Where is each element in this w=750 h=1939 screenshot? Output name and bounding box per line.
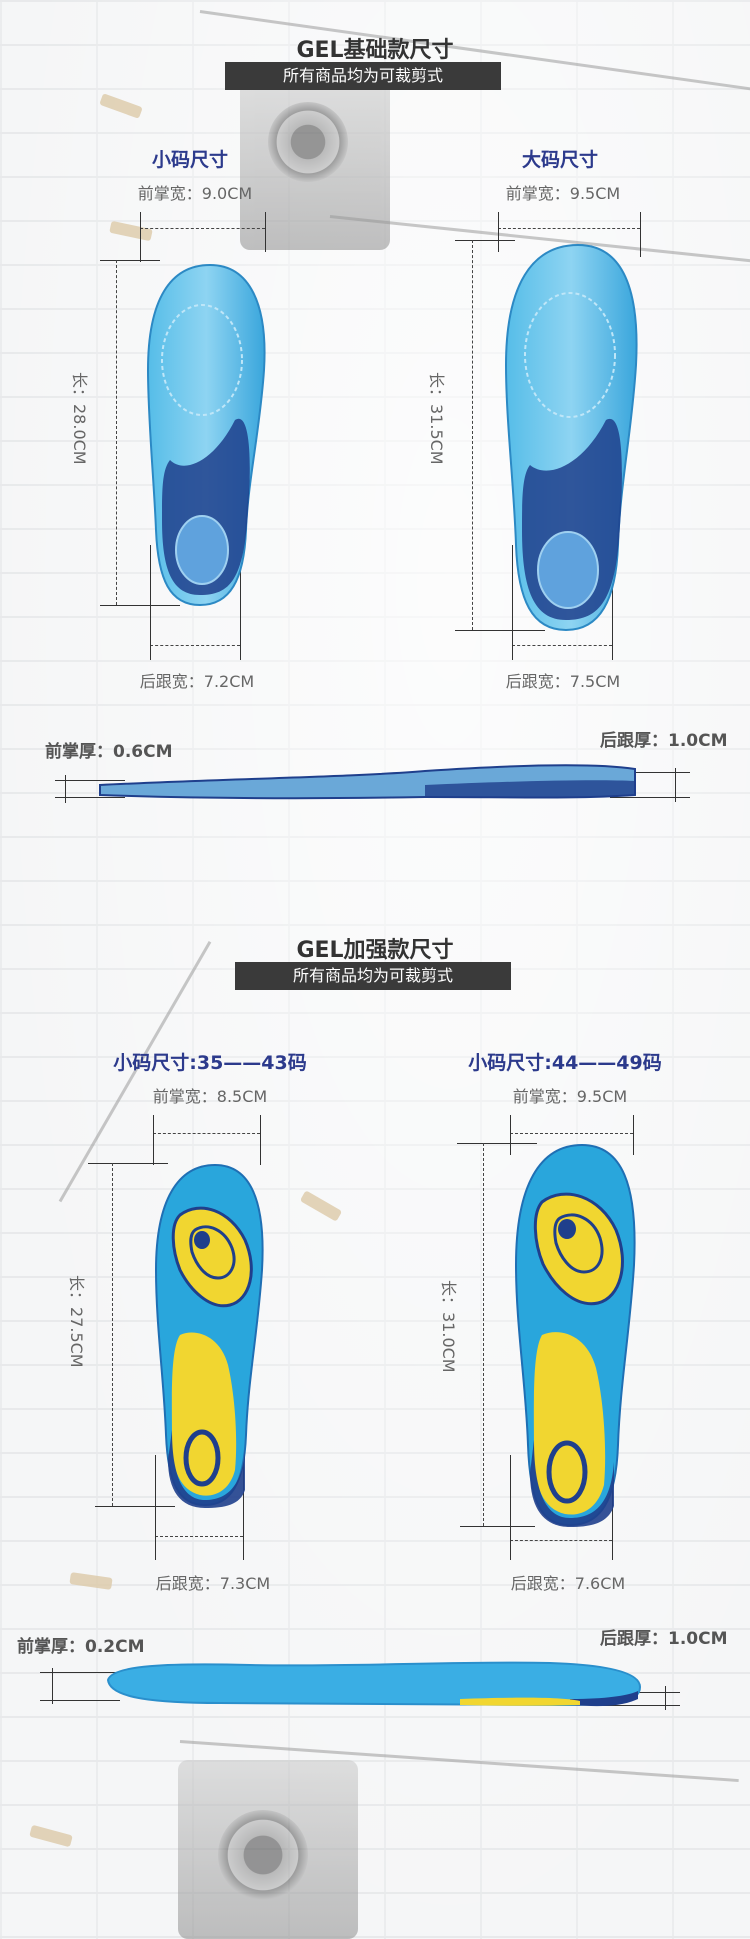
dimension-line <box>265 212 266 252</box>
dimension-line <box>88 1163 168 1164</box>
dimension-line <box>100 260 160 261</box>
dimension-line <box>240 545 241 660</box>
dimension-line <box>510 1115 511 1155</box>
dimension-line <box>472 240 473 630</box>
dimension-line <box>675 768 676 802</box>
dimension-line <box>665 1686 666 1710</box>
basic-heel-thickness: 后跟厚：1.0CM <box>600 731 728 751</box>
reinforced-small-heel-width: 后跟宽：7.3CM <box>155 1574 271 1593</box>
dimension-line <box>150 545 151 660</box>
basic-large-forefoot-width: 前掌宽：9.5CM <box>505 184 621 203</box>
reinforced-large-length: 长：31.0CM <box>439 1280 458 1373</box>
dimension-line <box>512 545 513 660</box>
reinforced-small-insole-image <box>154 1163 264 1508</box>
basic-large-heel-width: 后跟宽：7.5CM <box>505 672 621 691</box>
dimension-line <box>243 1455 244 1560</box>
dimension-line <box>140 228 265 229</box>
dimension-line <box>455 630 545 631</box>
reinforced-small-size-label: 小码尺寸:35——43码 <box>113 1052 307 1074</box>
dimension-line <box>140 212 141 262</box>
basic-large-insole-image <box>504 243 638 632</box>
camera-lens-icon <box>218 1810 308 1900</box>
dimension-line <box>460 1526 535 1527</box>
reinforced-large-forefoot-width: 前掌宽：9.5CM <box>512 1087 628 1106</box>
reinforced-insole-side-view-image <box>106 1661 642 1707</box>
reinforced-small-forefoot-width: 前掌宽：8.5CM <box>152 1087 268 1106</box>
dimension-line <box>153 1115 154 1165</box>
dimension-line <box>610 772 690 773</box>
camera-decoration-bottom <box>178 1760 358 1939</box>
basic-small-size-label: 小码尺寸 <box>151 149 228 171</box>
dimension-line <box>600 1705 680 1706</box>
dimension-line <box>112 1163 113 1506</box>
basic-insole-side-view-image <box>99 764 636 800</box>
dimension-line <box>65 775 66 803</box>
basic-section-title: GEL基础款尺寸 <box>296 38 454 63</box>
dimension-line <box>498 228 640 229</box>
dimension-line <box>40 1672 120 1673</box>
basic-forefoot-thickness: 前掌厚：0.6CM <box>45 742 173 762</box>
dimension-line <box>633 1115 634 1155</box>
dimension-line <box>155 1455 156 1560</box>
reinforced-section-title: GEL加强款尺寸 <box>296 938 454 963</box>
reinforced-large-insole-image <box>514 1143 636 1527</box>
basic-small-heel-width: 后跟宽：7.2CM <box>139 672 255 691</box>
basic-small-length: 长：28.0CM <box>70 372 89 465</box>
reinforced-small-length: 长：27.5CM <box>67 1275 86 1368</box>
basic-large-size-label: 大码尺寸 <box>521 149 598 171</box>
dimension-line <box>95 1506 175 1507</box>
dimension-line <box>610 797 690 798</box>
reinforced-large-size-label: 小码尺寸:44——49码 <box>468 1052 662 1074</box>
basic-section-banner: 所有商品均为可裁剪式 <box>225 62 501 90</box>
dimension-line <box>512 645 612 646</box>
reinforced-heel-thickness: 后跟厚：1.0CM <box>600 1629 728 1649</box>
dimension-line <box>612 545 613 660</box>
dimension-line <box>510 1455 511 1560</box>
dimension-line <box>510 1540 612 1541</box>
dimension-line <box>55 797 125 798</box>
dimension-line <box>455 240 515 241</box>
dimension-line <box>150 645 240 646</box>
dimension-line <box>260 1115 261 1165</box>
dimension-line <box>153 1133 260 1134</box>
dimension-line <box>498 212 499 252</box>
camera-lens-icon <box>268 102 348 182</box>
basic-small-forefoot-width: 前掌宽：9.0CM <box>137 184 253 203</box>
reinforced-section-banner: 所有商品均为可裁剪式 <box>235 962 511 990</box>
basic-small-insole-image <box>146 263 266 607</box>
dimension-line <box>640 212 641 257</box>
dimension-line <box>116 260 117 605</box>
dimension-line <box>155 1536 243 1537</box>
dimension-line <box>100 605 180 606</box>
dimension-line <box>55 780 125 781</box>
reinforced-large-heel-width: 后跟宽：7.6CM <box>510 1574 626 1593</box>
basic-large-length: 长：31.5CM <box>427 372 446 465</box>
dimension-line <box>40 1700 120 1701</box>
dimension-line <box>510 1133 633 1134</box>
dimension-line <box>52 1668 53 1704</box>
dimension-line <box>457 1143 537 1144</box>
dimension-line <box>483 1143 484 1526</box>
dimension-line <box>600 1692 680 1693</box>
reinforced-forefoot-thickness: 前掌厚：0.2CM <box>17 1637 145 1657</box>
